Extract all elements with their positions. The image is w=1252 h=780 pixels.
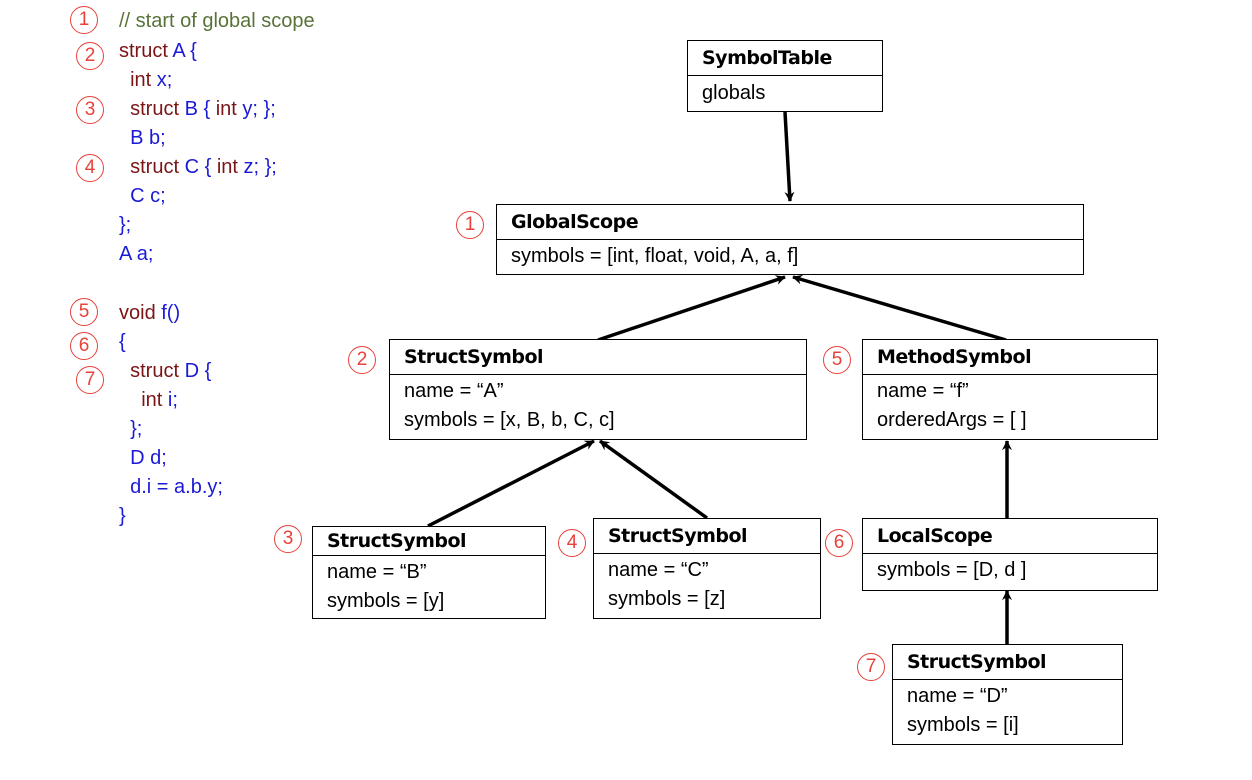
code-line: void f() bbox=[119, 301, 180, 325]
node-title: MethodSymbol bbox=[863, 340, 1157, 375]
node-field: globals bbox=[702, 82, 766, 104]
code-line: B b; bbox=[119, 126, 166, 150]
code-line: }; bbox=[119, 417, 142, 441]
badge-5: 5 bbox=[823, 346, 851, 374]
code-identifier: }; bbox=[119, 214, 132, 236]
node-field: name = “f” bbox=[877, 380, 969, 402]
node-field: name = “C” bbox=[608, 559, 709, 581]
node-title: StructSymbol bbox=[390, 340, 806, 375]
code-line: } bbox=[119, 504, 126, 528]
node-field: orderedArgs = [ ] bbox=[877, 409, 1027, 431]
node-field: symbols = [x, B, b, C, c] bbox=[404, 409, 615, 431]
badge-3: 3 bbox=[76, 96, 104, 124]
code-identifier: A a; bbox=[119, 243, 154, 265]
code-identifier: D { bbox=[184, 360, 212, 382]
code-keyword: struct bbox=[119, 360, 185, 382]
node-title: StructSymbol bbox=[313, 527, 545, 556]
code-identifier: B { bbox=[184, 98, 216, 120]
badge-1: 1 bbox=[456, 211, 484, 239]
node-title: GlobalScope bbox=[497, 205, 1083, 240]
code-identifier: }; bbox=[119, 418, 143, 440]
code-keyword: int bbox=[216, 156, 244, 178]
method-symbol-f-node: MethodSymbol name = “f” orderedArgs = [ … bbox=[862, 339, 1158, 440]
edge-struct-c-struct-a bbox=[598, 439, 709, 520]
code-comment: // start of global scope bbox=[119, 10, 315, 32]
node-field: symbols = [int, float, void, A, a, f] bbox=[511, 245, 799, 267]
badge-7: 7 bbox=[857, 653, 885, 681]
code-line: struct B { int y; }; bbox=[119, 97, 276, 121]
struct-symbol-d-node: StructSymbol name = “D” symbols = [i] bbox=[892, 644, 1123, 745]
node-field: symbols = [y] bbox=[327, 590, 445, 612]
code-line: d.i = a.b.y; bbox=[119, 475, 223, 499]
node-title: LocalScope bbox=[863, 519, 1157, 554]
edge-symboltable-global bbox=[783, 111, 795, 202]
code-line: struct A { bbox=[119, 39, 197, 63]
badge-2: 2 bbox=[348, 346, 376, 374]
node-title: StructSymbol bbox=[594, 519, 820, 554]
code-identifier: D d; bbox=[119, 447, 167, 469]
node-field: symbols = [i] bbox=[907, 714, 1019, 736]
badge-2: 2 bbox=[76, 42, 104, 70]
code-line: C c; bbox=[119, 184, 166, 208]
code-line: A a; bbox=[119, 242, 153, 266]
code-line: }; bbox=[119, 213, 131, 237]
struct-symbol-b-node: StructSymbol name = “B” symbols = [y] bbox=[312, 526, 546, 619]
node-field: symbols = [D, d ] bbox=[877, 559, 1027, 581]
badge-4: 4 bbox=[76, 154, 104, 182]
badge-4: 4 bbox=[558, 529, 586, 557]
node-title: SymbolTable bbox=[688, 41, 882, 76]
node-fields: name = “D” symbols = [i] bbox=[893, 680, 1122, 742]
badge-1: 1 bbox=[70, 6, 98, 34]
node-fields: name = “C” symbols = [z] bbox=[594, 554, 820, 616]
code-identifier: d.i = a.b.y; bbox=[119, 476, 223, 498]
badge-6: 6 bbox=[70, 332, 98, 360]
code-keyword: int bbox=[119, 69, 157, 91]
code-line: struct C { int z; }; bbox=[119, 155, 277, 179]
badge-5: 5 bbox=[70, 298, 98, 326]
code-line: int i; bbox=[119, 388, 178, 412]
code-identifier: C c; bbox=[119, 185, 166, 207]
code-identifier: i; bbox=[167, 389, 178, 411]
code-identifier: y; }; bbox=[242, 98, 276, 120]
code-line: int x; bbox=[119, 68, 172, 92]
node-field: name = “A” bbox=[404, 380, 504, 402]
node-fields: name = “f” orderedArgs = [ ] bbox=[863, 375, 1157, 437]
code-line: D d; bbox=[119, 446, 167, 470]
code-identifier: { bbox=[119, 331, 126, 353]
node-fields: name = “A” symbols = [x, B, b, C, c] bbox=[390, 375, 806, 437]
badge-6: 6 bbox=[825, 529, 853, 557]
code-identifier: z; }; bbox=[243, 156, 277, 178]
code-keyword: int bbox=[119, 389, 168, 411]
badge-3: 3 bbox=[274, 525, 302, 553]
node-field: symbols = [z] bbox=[608, 588, 726, 610]
edge-struct-b-struct-a bbox=[427, 439, 595, 528]
code-line: // start of global scope bbox=[119, 9, 315, 33]
code-line: { bbox=[119, 330, 126, 354]
code-identifier: C { bbox=[184, 156, 217, 178]
global-scope-node: GlobalScope symbols = [int, float, void,… bbox=[496, 204, 1084, 275]
code-keyword: int bbox=[215, 98, 243, 120]
edge-method-f-global bbox=[792, 274, 1007, 342]
struct-symbol-c-node: StructSymbol name = “C” symbols = [z] bbox=[593, 518, 821, 619]
code-identifier: f() bbox=[161, 302, 181, 324]
node-title: StructSymbol bbox=[893, 645, 1122, 680]
node-field: name = “D” bbox=[907, 685, 1008, 707]
code-identifier: A { bbox=[172, 40, 197, 62]
edge-struct-a-global bbox=[597, 275, 786, 342]
code-keyword: void bbox=[119, 302, 162, 324]
node-field: name = “B” bbox=[327, 561, 427, 583]
badge-7: 7 bbox=[76, 366, 104, 394]
code-keyword: struct bbox=[119, 98, 185, 120]
code-identifier: } bbox=[119, 505, 126, 527]
code-line: struct D { bbox=[119, 359, 211, 383]
struct-symbol-a-node: StructSymbol name = “A” symbols = [x, B,… bbox=[389, 339, 807, 440]
code-keyword: struct bbox=[119, 156, 185, 178]
code-identifier: x; bbox=[156, 69, 173, 91]
node-fields: name = “B” symbols = [y] bbox=[313, 556, 545, 618]
code-keyword: struct bbox=[119, 40, 173, 62]
symbol-table-node: SymbolTable globals bbox=[687, 40, 883, 112]
code-identifier: B b; bbox=[119, 127, 166, 149]
local-scope-node: LocalScope symbols = [D, d ] bbox=[862, 518, 1158, 591]
